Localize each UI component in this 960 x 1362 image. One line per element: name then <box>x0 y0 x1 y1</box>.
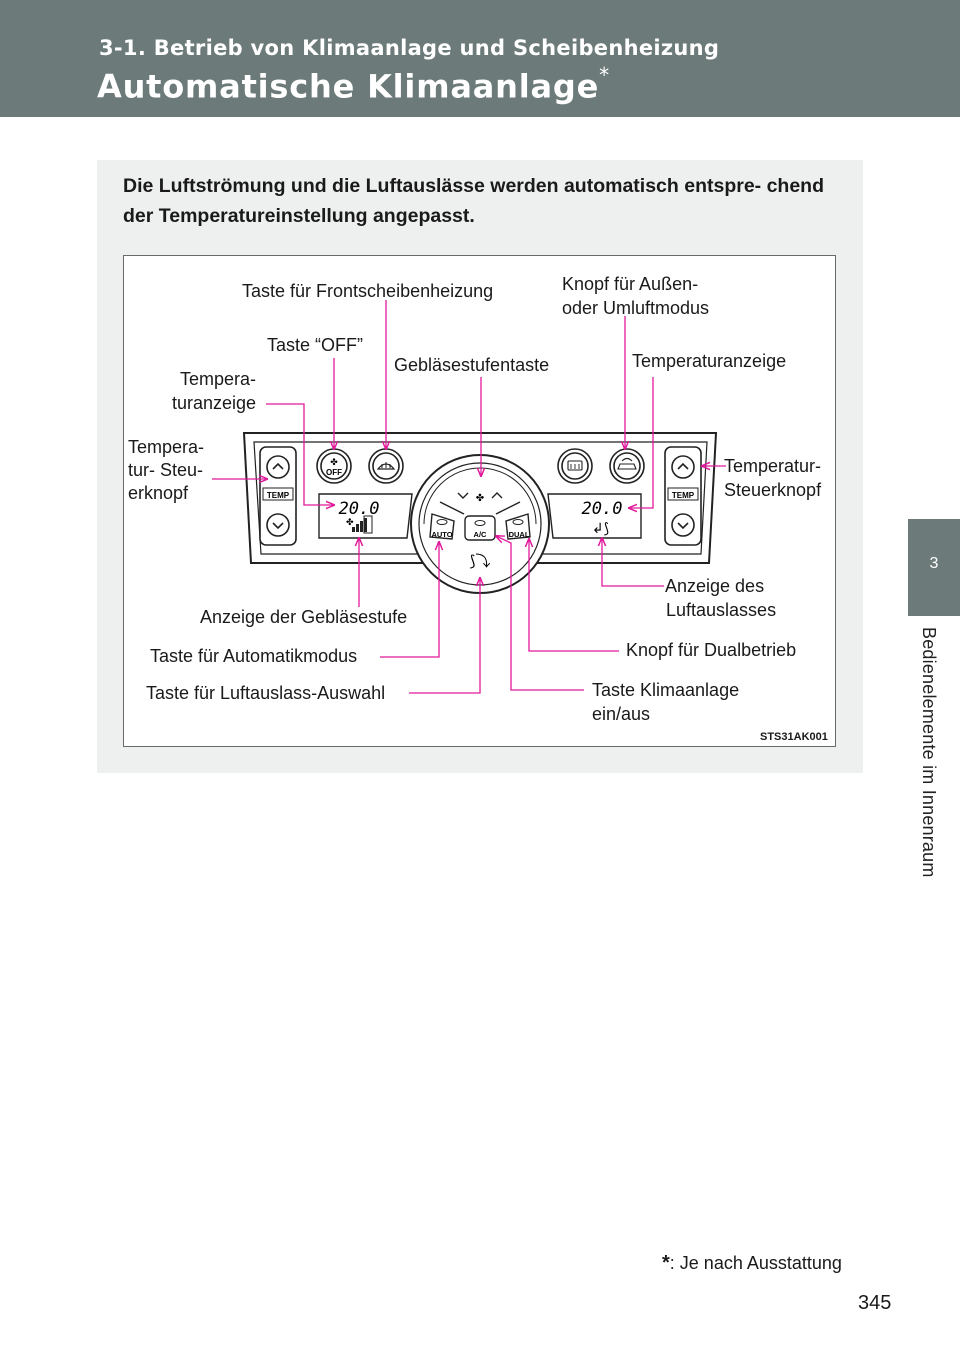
label-ac-button-1: Taste Klimaanlage <box>592 680 740 700</box>
intro-text: Die Luftströmung und die Luftauslässe we… <box>123 175 825 227</box>
recirculation-button <box>609 448 645 484</box>
right-temp-label: TEMP <box>672 491 695 500</box>
label-outlet-display-1: Anzeige des <box>665 576 765 596</box>
off-button <box>316 448 352 484</box>
front-defroster-button <box>368 448 404 484</box>
label-fan-level-display: Anzeige der Gebläsestufe <box>200 607 408 627</box>
left-temp-label: TEMP <box>267 491 290 500</box>
header-bar <box>0 0 960 117</box>
dual-button-label: DUAL <box>509 530 530 539</box>
dial-divider-lines <box>439 501 521 515</box>
rear-defroster-button <box>557 448 593 484</box>
chapter-number: 3 <box>929 555 939 572</box>
footnote: *: Je nach Ausstattung <box>662 1252 842 1275</box>
label-recirculation-2: oder Umluftmodus <box>562 298 710 318</box>
footnote-text: : Je nach Ausstattung <box>669 1253 842 1273</box>
airflow-indicator-icon: ↲⟆ <box>592 521 609 537</box>
climate-panel-illustration: TEMP TEMP OFF ✤ <box>212 300 726 694</box>
ac-button-label: A/C <box>474 530 488 539</box>
label-temp-knob-left-1: Tempera- <box>128 437 205 457</box>
right-display <box>547 493 642 539</box>
label-temp-display-right: Temperaturanzeige <box>632 351 787 371</box>
figure-code: STS31AK001 <box>760 731 828 743</box>
dual-button <box>505 513 531 540</box>
label-temp-knob-right-1: Temperatur- <box>724 456 822 476</box>
page-number: 345 <box>858 1292 892 1314</box>
label-temp-knob-left-2: tur- Steu- <box>128 460 204 480</box>
label-temp-knob-left-3: erknopf <box>128 483 189 503</box>
fan-icon: ✤ <box>330 458 338 468</box>
fan-speed-rocker <box>457 492 503 499</box>
left-temp-value: 20.0 <box>339 499 380 519</box>
label-outlet-display-2: Luftauslasses <box>666 600 777 620</box>
label-temp-knob-right-2: Steuerknopf <box>724 480 822 500</box>
left-temp-knob <box>259 446 297 546</box>
label-fan-speed-button: Gebläsestufentaste <box>394 355 550 375</box>
label-outlet-selector: Taste für Luftauslass-Auswahl <box>146 683 386 703</box>
title-text: Automatische Klimaanlage <box>97 67 600 106</box>
label-auto-button: Taste für Automatikmodus <box>150 646 358 666</box>
label-dual-button: Knopf für Dualbetrieb <box>626 640 797 660</box>
fan-level-frame <box>363 515 373 534</box>
chapter-title: Bedienelemente im Innenraum <box>919 627 939 878</box>
auto-button-label: AUTO <box>431 530 452 539</box>
off-button-label: OFF <box>326 468 342 477</box>
label-temp-display-left-2: turanzeige <box>172 393 257 413</box>
label-recirculation-1: Knopf für Außen- <box>562 274 699 294</box>
pointer-lines <box>212 300 726 694</box>
label-ac-button-2: ein/aus <box>592 704 651 724</box>
air-outlet-selector-icon: ⟆⤵ <box>470 552 491 570</box>
right-temp-knob <box>664 446 702 546</box>
fan-speed-icon: ✤ <box>476 493 484 504</box>
label-temp-display-left-1: Tempera- <box>180 369 257 389</box>
section-heading: 3-1. Betrieb von Klimaanlage und Scheibe… <box>99 36 720 60</box>
label-front-defroster: Taste für Frontscheibenheizung <box>242 281 494 301</box>
fan-level-icon: ✤ <box>346 518 354 528</box>
chapter-tab[interactable]: 3 <box>908 519 960 616</box>
auto-button <box>429 513 455 540</box>
climate-control-figure: TEMP TEMP OFF ✤ <box>123 255 836 747</box>
title-footnote-mark: * <box>599 63 610 87</box>
fan-level-bars <box>352 518 367 532</box>
page-title: Automatische Klimaanlage* <box>97 63 610 106</box>
ac-button <box>464 515 496 541</box>
footnote-mark: * <box>662 1252 670 1274</box>
right-temp-value: 20.0 <box>582 499 623 519</box>
label-off-button: Taste “OFF” <box>267 335 364 355</box>
